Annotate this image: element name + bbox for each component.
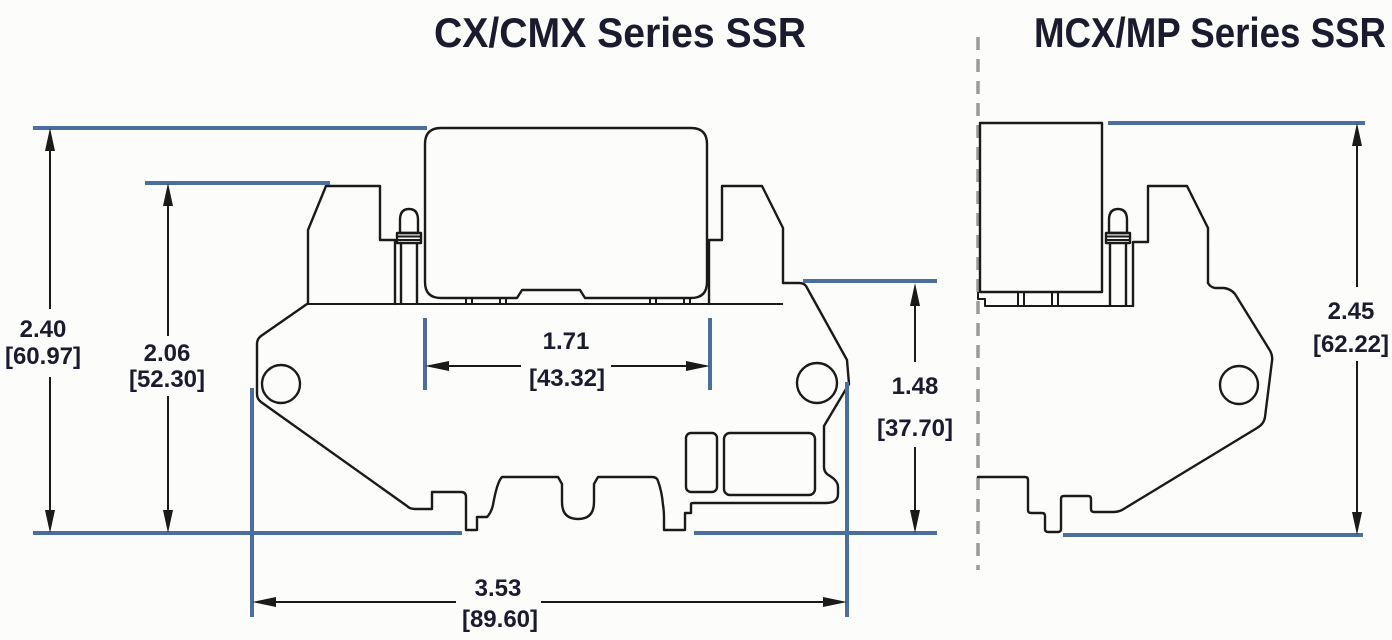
dim-value-mm: [37.70] <box>877 415 953 442</box>
terminal-detail-small <box>684 431 719 494</box>
dim-value-in: 1.48 <box>892 373 939 400</box>
relay-module-outline <box>423 126 709 300</box>
dim-value-in: 1.71 <box>543 328 590 355</box>
right-clamp-bracket <box>707 184 785 306</box>
relay-pin-ticks <box>465 298 691 304</box>
relay-pin-ticks <box>1017 292 1059 306</box>
dim-value-mm: [62.22] <box>1313 331 1389 358</box>
dim-value-in: 2.40 <box>20 316 67 343</box>
clamp-bracket <box>1131 184 1210 308</box>
dimension-clamp-height: 2.06 [52.30] <box>129 183 205 533</box>
terminal-block-body-outline <box>976 281 1274 534</box>
dimension-overall-width: 3.53 [89.60] <box>252 575 847 633</box>
mounting-hole <box>1218 364 1260 406</box>
left-view-title: CX/CMX Series SSR <box>434 9 806 56</box>
dim-value-mm: [52.30] <box>129 366 205 393</box>
dim-value-in: 3.53 <box>475 575 522 602</box>
extension-lines <box>33 121 1365 617</box>
body-top-seam <box>977 292 1133 307</box>
dim-value-in: 2.06 <box>144 340 191 367</box>
right-view-title: MCX/MP Series SSR <box>1034 9 1386 56</box>
mounting-hole-right <box>795 361 839 405</box>
dim-value-mm: [89.60] <box>462 606 538 633</box>
mcx-mp-view <box>976 121 1274 534</box>
release-pin <box>1104 207 1132 307</box>
cx-cmx-view <box>255 126 851 532</box>
dimension-overall-height-left: 2.40 [60.97] <box>5 128 81 533</box>
relay-module-outline <box>978 121 1104 294</box>
release-pin <box>395 207 423 305</box>
dimension-overall-height-right: 2.45 [62.22] <box>1313 123 1389 535</box>
dimension-base-height: 1.48 [37.70] <box>877 283 953 533</box>
dim-value-mm: [43.32] <box>529 365 605 392</box>
terminal-block-body-outline <box>255 281 851 532</box>
dim-value-in: 2.45 <box>1328 298 1375 325</box>
dimension-relay-width: 1.71 [43.32] <box>425 328 710 392</box>
left-clamp-bracket <box>306 184 397 306</box>
terminal-detail-large <box>722 431 817 497</box>
dim-value-mm: [60.97] <box>5 343 81 370</box>
mounting-hole-left <box>260 363 302 405</box>
